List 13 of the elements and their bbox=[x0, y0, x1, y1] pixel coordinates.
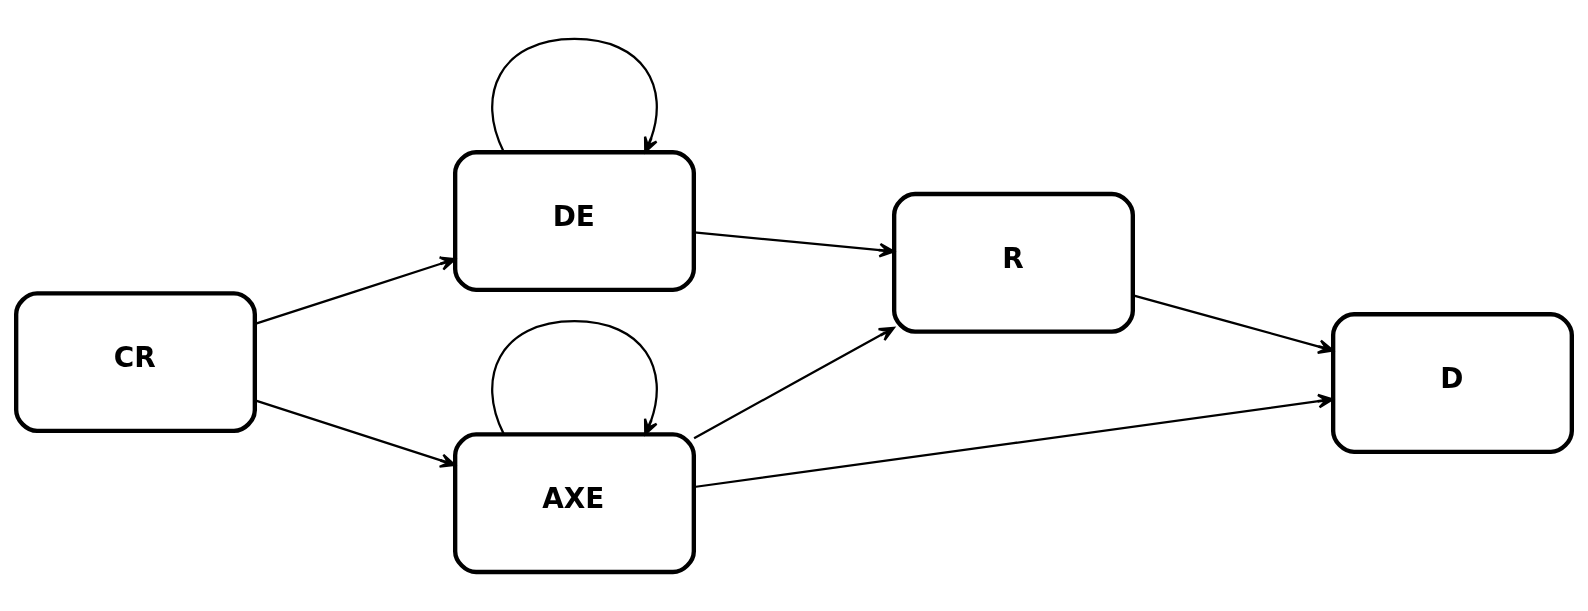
node-box: D bbox=[1331, 312, 1574, 454]
node-box: R bbox=[892, 191, 1135, 334]
node-box: AXE bbox=[453, 432, 696, 575]
arrow bbox=[254, 256, 456, 325]
node-box: DE bbox=[453, 150, 696, 292]
arrow bbox=[491, 320, 658, 436]
arrow bbox=[254, 399, 456, 468]
arrow bbox=[694, 393, 1334, 489]
arrow bbox=[694, 231, 895, 258]
arrow bbox=[1132, 294, 1334, 354]
arrow bbox=[491, 37, 658, 154]
arrow bbox=[693, 326, 895, 440]
node-box: CR bbox=[14, 291, 257, 434]
